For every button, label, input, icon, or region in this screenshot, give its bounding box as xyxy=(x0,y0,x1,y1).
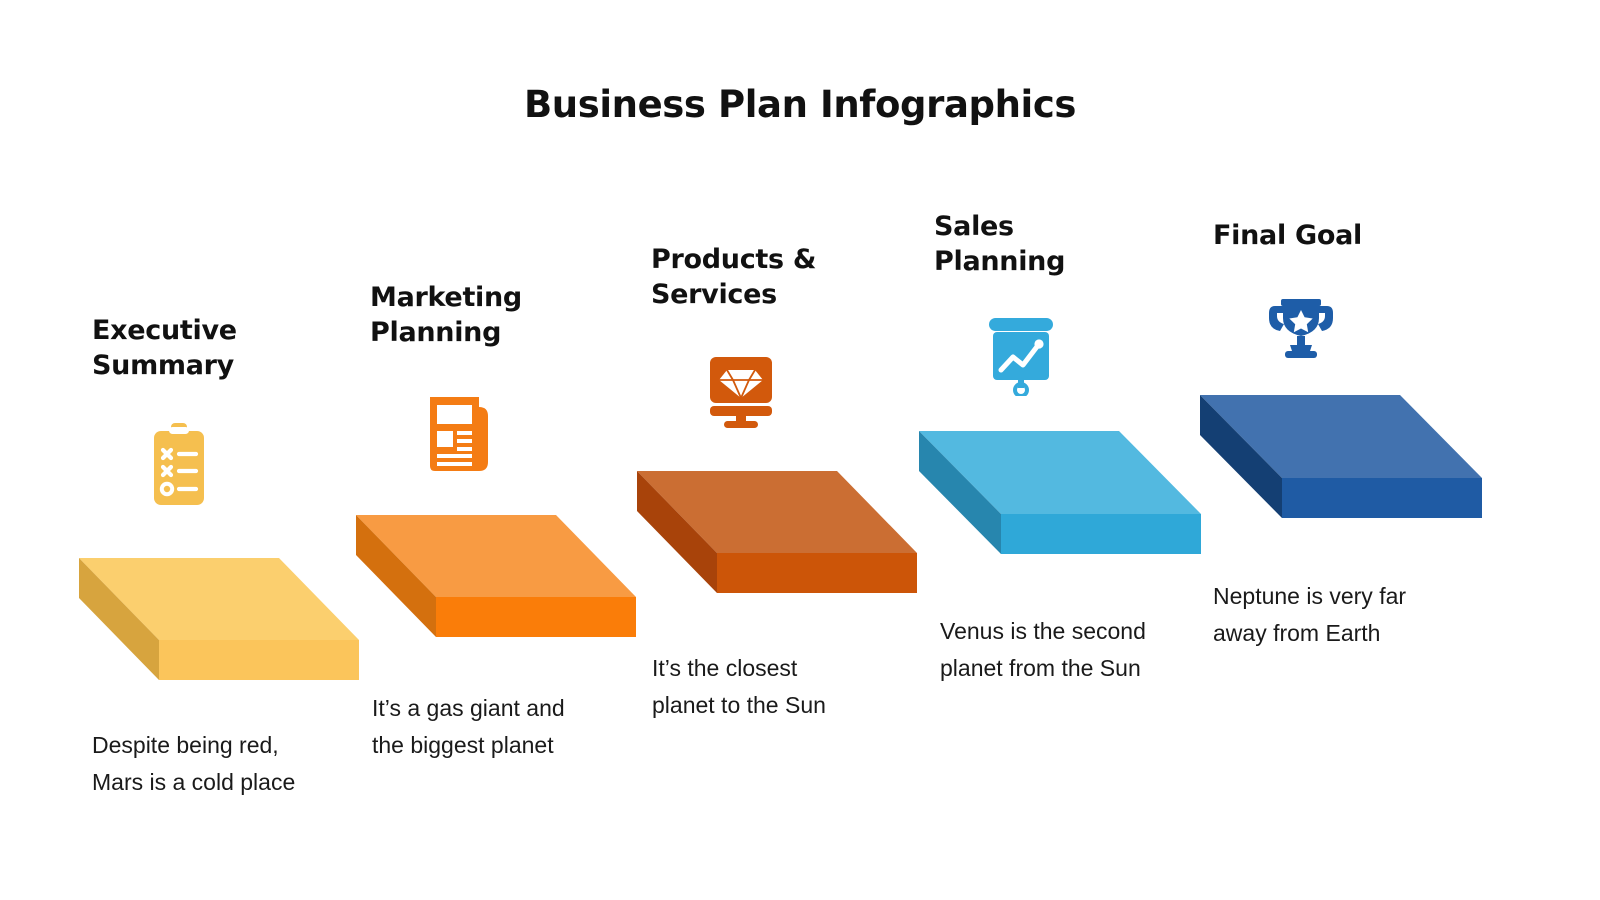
step-3-caption: It’s the closest planet to the Sun xyxy=(652,655,826,718)
step-2-caption: It’s a gas giant and the biggest planet xyxy=(372,695,565,758)
clipboard-checklist-icon xyxy=(150,423,208,507)
step-4-heading: Sales Planning xyxy=(934,211,1066,278)
step-2-block xyxy=(345,505,645,650)
step-2-heading: Marketing Planning xyxy=(370,282,522,349)
step-1-heading: Executive Summary xyxy=(92,315,237,382)
step-4-block xyxy=(905,424,1210,569)
step-3-heading: Products & Services xyxy=(651,244,817,311)
step-5-caption: Neptune is very far away from Earth xyxy=(1213,583,1407,646)
step-3-block xyxy=(625,463,925,608)
step-5-block xyxy=(1185,388,1495,533)
step-1-block xyxy=(70,540,370,690)
trophy-star-icon xyxy=(1268,298,1334,358)
presentation-chart-icon xyxy=(985,318,1057,396)
monitor-diamond-icon xyxy=(702,357,780,429)
step-4-caption: Venus is the second planet from the Sun xyxy=(940,618,1146,681)
step-1-caption: Despite being red, Mars is a cold place xyxy=(92,732,296,795)
newspaper-icon xyxy=(424,393,496,473)
page-title: Business Plan Infographics xyxy=(524,83,1076,126)
step-5-heading: Final Goal xyxy=(1213,220,1362,251)
